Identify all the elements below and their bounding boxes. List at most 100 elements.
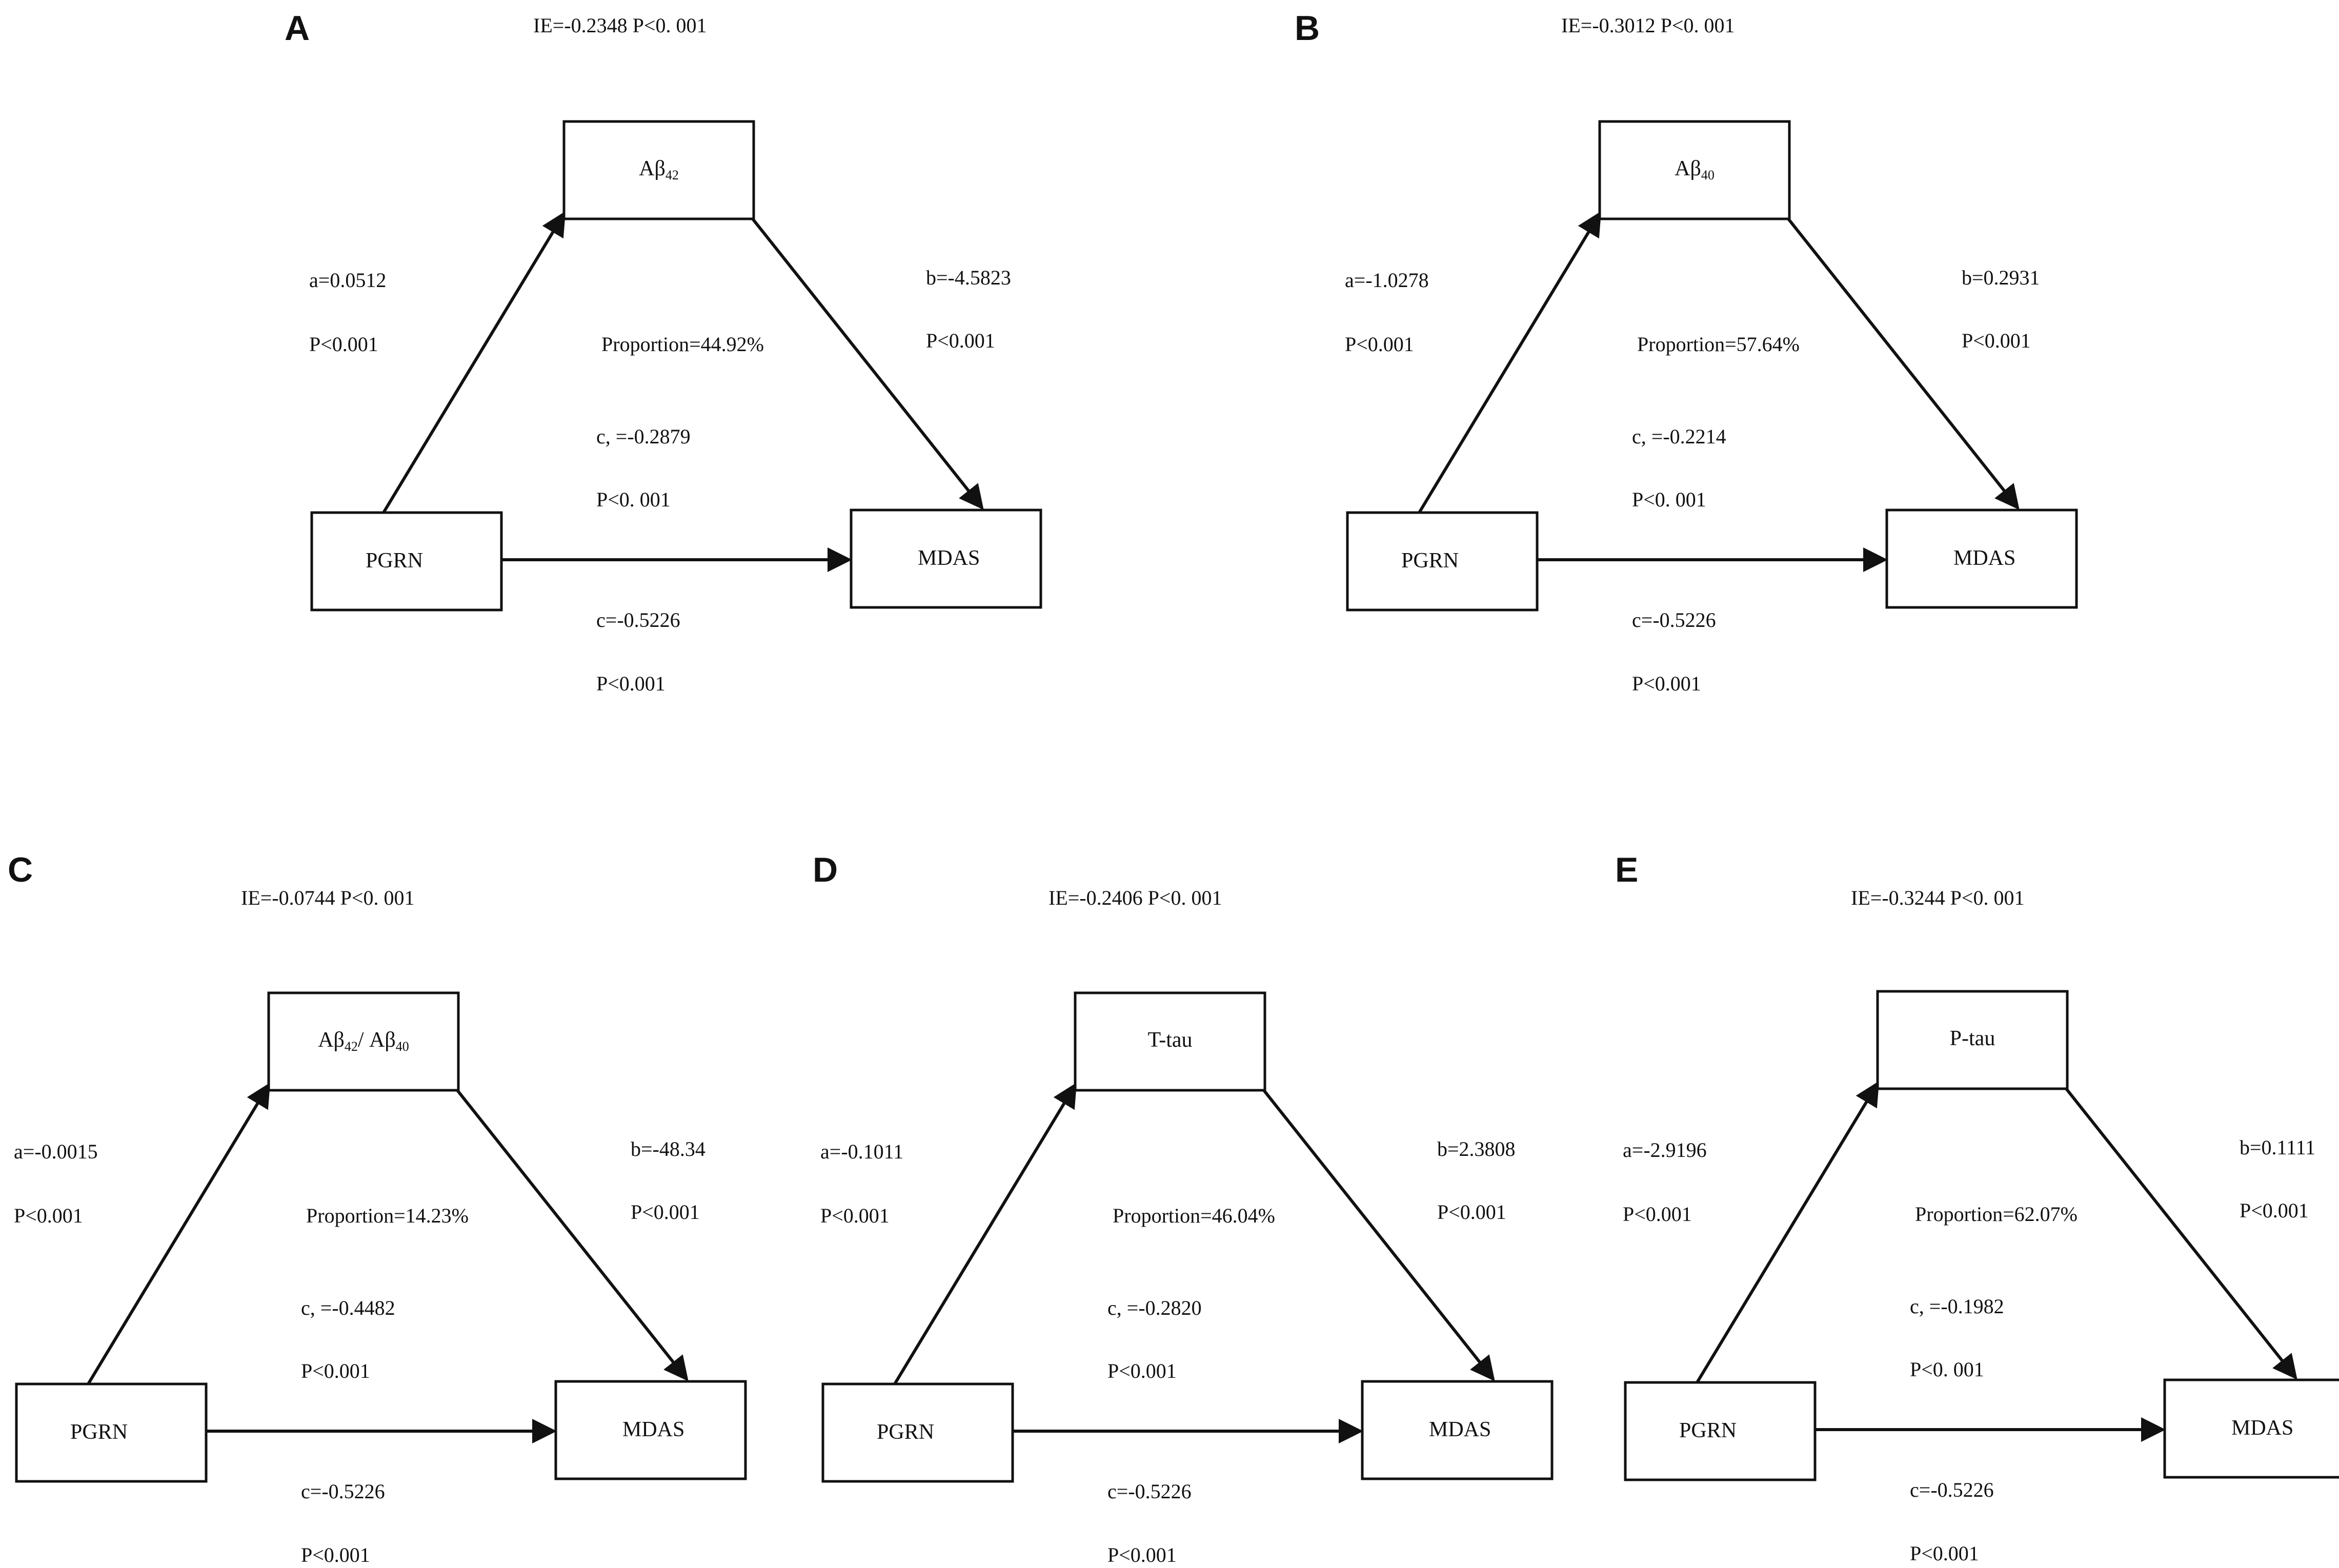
path-b-pvalue: P<0.001 — [1437, 1200, 1506, 1224]
direct-effect-coefficient: c, =-0.2820 — [1107, 1296, 1202, 1319]
direct-effect-pvalue: P<0.001 — [301, 1359, 370, 1382]
mediator-label: Aβ40 — [1675, 157, 1715, 182]
total-effect-pvalue: P<0.001 — [1107, 1543, 1177, 1566]
predictor-box — [310, 511, 503, 612]
mediator-box — [1598, 120, 1791, 220]
panel-letter: B — [1295, 9, 1320, 48]
path-a-coefficient: a=-0.0015 — [14, 1140, 98, 1163]
mediator-label: P-tau — [1950, 1027, 1995, 1050]
path-a-arrow — [87, 1082, 271, 1385]
path-b-pvalue: P<0.001 — [631, 1200, 700, 1224]
mediator-label-sub: 42 — [666, 168, 679, 182]
direct-effect-pvalue: P<0.001 — [1107, 1359, 1177, 1382]
path-b-arrow — [1783, 213, 2020, 510]
indirect-effect-label: IE=-0.0744 P<0. 001 — [241, 886, 414, 909]
total-effect-coefficient: c=-0.5226 — [596, 608, 680, 632]
mediator-label: Aβ42 — [639, 157, 679, 182]
path-b-coefficient: b=0.1111 — [2240, 1136, 2315, 1159]
path-a-arrow — [893, 1082, 1077, 1385]
outcome-label: MDAS — [2231, 1416, 2293, 1440]
outcome-label: MDAS — [622, 1418, 684, 1441]
outcome-box — [850, 508, 1042, 609]
panel-letter: A — [285, 9, 310, 48]
panel-letter: E — [1615, 850, 1638, 889]
path-a-coefficient: a=-2.9196 — [1623, 1138, 1707, 1162]
path-a-arrow — [382, 211, 566, 514]
predictor-label: PGRN — [70, 1420, 128, 1444]
path-b-arrow — [452, 1084, 689, 1381]
path-b-arrow — [747, 213, 984, 510]
proportion-mediated: Proportion=46.04% — [1113, 1204, 1275, 1227]
direct-effect-coefficient: c, =-0.2214 — [1632, 425, 1726, 448]
mediator-label: Aβ42/ Aβ40 — [318, 1028, 409, 1054]
proportion-mediated: Proportion=57.64% — [1637, 333, 1800, 356]
predictor-box — [1346, 511, 1539, 612]
predictor-label: PGRN — [366, 549, 423, 573]
path-a-coefficient: a=-0.1011 — [820, 1140, 903, 1163]
path-a-arrow — [1418, 211, 1602, 514]
proportion-mediated: Proportion=44.92% — [601, 333, 764, 356]
mediator-box — [1876, 990, 2069, 1090]
total-effect-pvalue: P<0.001 — [301, 1543, 370, 1566]
mediator-label-main: Aβ — [639, 157, 666, 180]
indirect-effect-label: IE=-0.3012 P<0. 001 — [1561, 14, 1735, 37]
predictor-box — [821, 1382, 1014, 1483]
indirect-effect-label: IE=-0.2348 P<0. 001 — [533, 14, 707, 37]
outcome-box — [1361, 1380, 1554, 1480]
path-b-coefficient: b=-48.34 — [631, 1137, 705, 1160]
mediator-label-sub2: 40 — [396, 1039, 409, 1054]
indirect-effect-label: IE=-0.2406 P<0. 001 — [1048, 886, 1222, 909]
path-b-pvalue: P<0.001 — [2240, 1199, 2309, 1222]
path-b-arrow — [2061, 1083, 2297, 1380]
path-b-coefficient: b=2.3808 — [1437, 1137, 1516, 1160]
total-effect-pvalue: P<0.001 — [1910, 1542, 1979, 1565]
outcome-box — [1885, 508, 2078, 609]
mediator-label-rest: / Aβ — [358, 1028, 396, 1052]
path-a-pvalue: P<0.001 — [309, 333, 378, 356]
outcome-label: MDAS — [1429, 1418, 1491, 1441]
total-effect-coefficient: c=-0.5226 — [1910, 1478, 1994, 1501]
path-b-pvalue: P<0.001 — [926, 329, 995, 352]
mediator-label-sub: 42 — [345, 1039, 358, 1054]
path-b-pvalue: P<0.001 — [1962, 329, 2031, 352]
outcome-box — [554, 1380, 747, 1480]
total-effect-pvalue: P<0.001 — [1632, 672, 1701, 695]
direct-effect-pvalue: P<0. 001 — [596, 488, 671, 511]
mediator-label: T-tau — [1147, 1028, 1192, 1052]
total-effect-coefficient: c=-0.5226 — [1632, 608, 1716, 632]
total-effect-coefficient: c=-0.5226 — [1107, 1480, 1192, 1503]
outcome-label: MDAS — [918, 546, 980, 570]
path-b-arrow — [1258, 1084, 1495, 1381]
mediator-label-main: Aβ — [318, 1028, 345, 1052]
mediator-box — [1074, 991, 1266, 1092]
outcome-label: MDAS — [1953, 546, 2015, 570]
predictor-label: PGRN — [877, 1420, 934, 1444]
predictor-box — [1624, 1381, 1817, 1481]
total-effect-coefficient: c=-0.5226 — [301, 1480, 385, 1503]
total-effect-pvalue: P<0.001 — [596, 672, 666, 695]
path-b-coefficient: b=-4.5823 — [926, 266, 1011, 289]
proportion-mediated: Proportion=62.07% — [1915, 1203, 2078, 1226]
indirect-effect-label: IE=-0.3244 P<0. 001 — [1851, 886, 2024, 909]
predictor-label: PGRN — [1679, 1419, 1737, 1442]
direct-effect-pvalue: P<0. 001 — [1632, 488, 1706, 511]
outcome-box — [2163, 1378, 2339, 1479]
mediator-label-sub: 40 — [1701, 168, 1715, 182]
path-a-coefficient: a=0.0512 — [309, 269, 386, 292]
mediator-label-main: Aβ — [1675, 157, 1701, 180]
panel-letter: D — [813, 850, 838, 889]
predictor-label: PGRN — [1401, 549, 1459, 573]
mediator-box — [267, 991, 460, 1092]
direct-effect-coefficient: c, =-0.2879 — [596, 425, 691, 448]
path-a-pvalue: P<0.001 — [14, 1204, 83, 1227]
path-a-coefficient: a=-1.0278 — [1345, 269, 1429, 292]
path-a-pvalue: P<0.001 — [820, 1204, 890, 1227]
path-b-coefficient: b=0.2931 — [1962, 266, 2040, 289]
mediator-box — [562, 120, 755, 220]
direct-effect-pvalue: P<0. 001 — [1910, 1358, 1984, 1381]
direct-effect-coefficient: c, =-0.4482 — [301, 1296, 395, 1319]
mediator-label-main: P-tau — [1950, 1027, 1995, 1050]
mediator-label-main: T-tau — [1147, 1028, 1192, 1052]
